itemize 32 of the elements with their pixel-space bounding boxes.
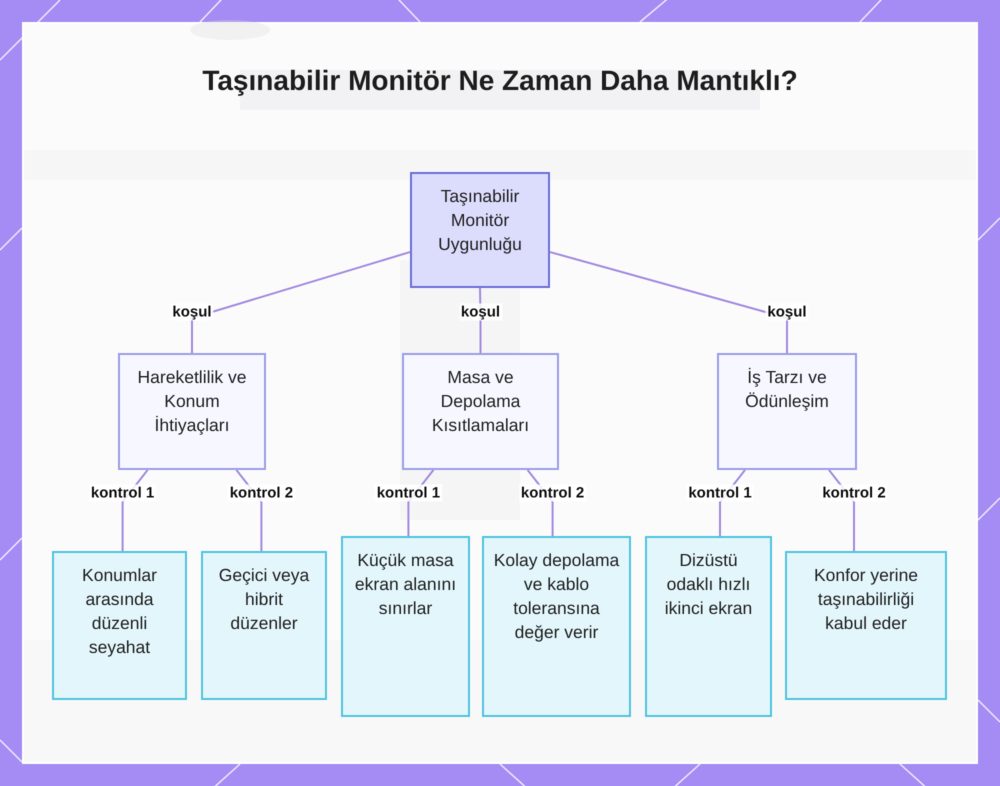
edge-label: koşul	[458, 304, 502, 320]
outcome-box	[52, 551, 187, 700]
outcome-box	[201, 551, 327, 700]
edge-label: kontrol 2	[820, 484, 888, 502]
category-box	[118, 353, 266, 470]
outcome-box	[341, 536, 470, 717]
node-label: Hareketlilik ve Konum İhtiyaçları	[136, 366, 248, 437]
edge-label: kontrol 2	[228, 484, 296, 502]
root-node-box	[410, 172, 550, 288]
connector-line	[550, 251, 788, 353]
category-box	[402, 353, 559, 470]
node-label: Kolay depolama ve kablo toleransına değer verir	[492, 549, 620, 644]
node-label: Geçici veya hibrit düzenler	[218, 564, 310, 635]
edge-label: kontrol 1	[374, 484, 442, 502]
node-label: Konfor yerine taşınabilirliği kabul eder	[812, 564, 920, 635]
diagram-title: Taşınabilir Monitör Ne Zaman Daha Mantıklı?	[201, 64, 799, 98]
category-box	[717, 353, 857, 470]
node-label: Taşınabilir Monitör Uygunluğu	[437, 185, 523, 256]
edge-label: koşul	[170, 304, 214, 320]
node-label: İş Tarzı ve Ödünleşim	[744, 366, 830, 413]
edge-label: kontrol 2	[518, 484, 586, 502]
outcome-box	[645, 536, 772, 717]
connector-line	[191, 251, 410, 353]
edge-label: koşul	[765, 304, 809, 320]
node-label: Konumlar arasında düzenli seyahat	[81, 564, 158, 659]
edge-label: kontrol 1	[88, 484, 156, 502]
edge-label: kontrol 1	[686, 484, 754, 502]
outcome-box	[785, 551, 947, 700]
outcome-box	[482, 536, 631, 717]
node-label: Küçük masa ekran alanını sınırlar	[354, 549, 458, 620]
node-label: Dizüstü odaklı hızlı ikinci ekran	[664, 549, 754, 620]
node-label: Masa ve Depolama Kısıtlamaları	[430, 366, 530, 437]
